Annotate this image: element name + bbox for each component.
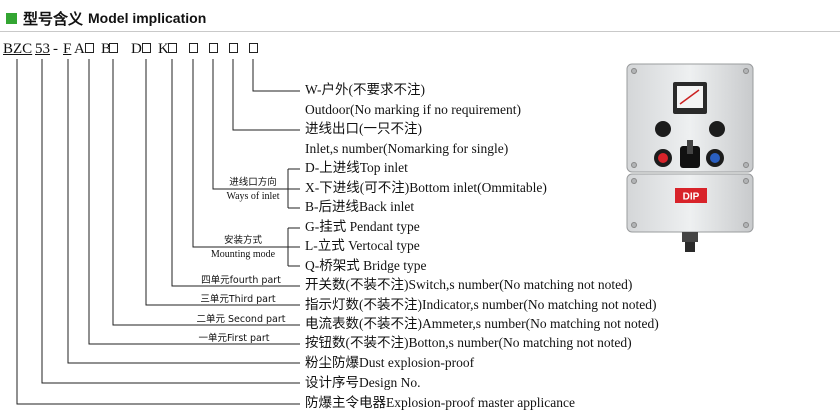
label-outdoor-en: Outdoor(No marking if no requirement) bbox=[305, 102, 521, 117]
line-inlet-ways bbox=[212, 59, 288, 190]
line-dust bbox=[67, 59, 300, 364]
line-master bbox=[16, 59, 300, 405]
side-second-part: 二单元 Second part bbox=[196, 314, 286, 325]
code-a: A bbox=[74, 41, 85, 57]
dip-badge-background bbox=[675, 188, 707, 203]
side-inlet-ways-cn: 进线口方向 bbox=[229, 177, 277, 188]
code-box-2 bbox=[109, 43, 118, 53]
line-mounting bbox=[192, 59, 288, 248]
code-box-6 bbox=[209, 43, 218, 53]
side-mounting-en: Mounting mode bbox=[210, 249, 276, 260]
green-square-icon bbox=[6, 12, 17, 24]
code-box-3 bbox=[142, 43, 151, 53]
label-switch: 开关数(不装不注)Switch,s number(No matching not… bbox=[305, 277, 633, 292]
side-third-part: 三单元Third part bbox=[200, 294, 276, 305]
label-bridge: Q-桥架式 Bridge type bbox=[305, 258, 427, 273]
line-design bbox=[41, 59, 300, 384]
bracket-mounting bbox=[287, 227, 300, 267]
code-box-5 bbox=[189, 43, 198, 53]
label-dust: 粉尘防爆Dust explosion-proof bbox=[305, 355, 475, 370]
side-fourth-part: 四单元fourth part bbox=[201, 275, 281, 286]
code-k: K bbox=[158, 41, 169, 57]
product-photo: DIP bbox=[626, 63, 754, 252]
side-inlet-ways-en: Ways of inlet bbox=[226, 191, 280, 202]
code-box-4 bbox=[168, 43, 177, 53]
label-top-inlet: D-上进线Top inlet bbox=[305, 160, 408, 175]
label-inlet-count: 进线出口(一只不注) bbox=[305, 121, 422, 136]
label-button: 按钮数(不装不注)Botton,s number(No matching not… bbox=[305, 335, 632, 350]
code-box-7 bbox=[229, 43, 238, 53]
line-inlet-count bbox=[232, 59, 300, 131]
label-ammeter: 电流表数(不装不注)Ammeter,s number(No matching n… bbox=[305, 316, 659, 331]
side-mounting-cn: 安装方式 bbox=[223, 235, 262, 246]
label-indicator: 指示灯数(不装不注)Indicator,s number(No matching… bbox=[305, 297, 657, 312]
code-dash: - bbox=[53, 41, 58, 57]
side-first-part: 一单元First part bbox=[198, 333, 270, 344]
dip-badge-text: DIP bbox=[683, 192, 700, 203]
code-53: 53 bbox=[35, 41, 50, 57]
code-box-8 bbox=[249, 43, 258, 53]
header-title-cn: 型号含义 bbox=[23, 9, 84, 28]
header-divider bbox=[0, 31, 840, 32]
code-bzc: BZC bbox=[3, 41, 33, 57]
line-button bbox=[88, 59, 300, 345]
code-b: B bbox=[101, 41, 112, 57]
header-title-en: Model implication bbox=[88, 10, 207, 26]
label-inlet-count-en: Inlet,s number(Nomarking for single) bbox=[305, 141, 509, 156]
code-d: D bbox=[131, 41, 142, 57]
bracket-inlet-ways bbox=[287, 168, 300, 209]
label-outdoor: W-户外(不要求不注) bbox=[305, 82, 425, 97]
label-bottom-inlet: X-下进线(可不注)Bottom inlet(Ommitable) bbox=[305, 180, 547, 195]
code-box-1 bbox=[85, 43, 94, 53]
line-ammeter bbox=[112, 59, 300, 326]
label-master: 防爆主令电器Explosion-proof master applicance bbox=[305, 395, 575, 410]
label-vertical: L-立式 Vertocal type bbox=[305, 238, 420, 253]
section-header: 型号含义 Model implication bbox=[6, 8, 206, 28]
label-pendant: G-挂式 Pendant type bbox=[305, 219, 420, 234]
label-back-inlet: B-后进线Back inlet bbox=[305, 199, 415, 214]
line-switch bbox=[171, 59, 300, 287]
code-f: F bbox=[63, 41, 72, 57]
line-indicator bbox=[145, 59, 300, 306]
label-design: 设计序号Design No. bbox=[305, 375, 421, 390]
line-outdoor bbox=[252, 59, 300, 92]
